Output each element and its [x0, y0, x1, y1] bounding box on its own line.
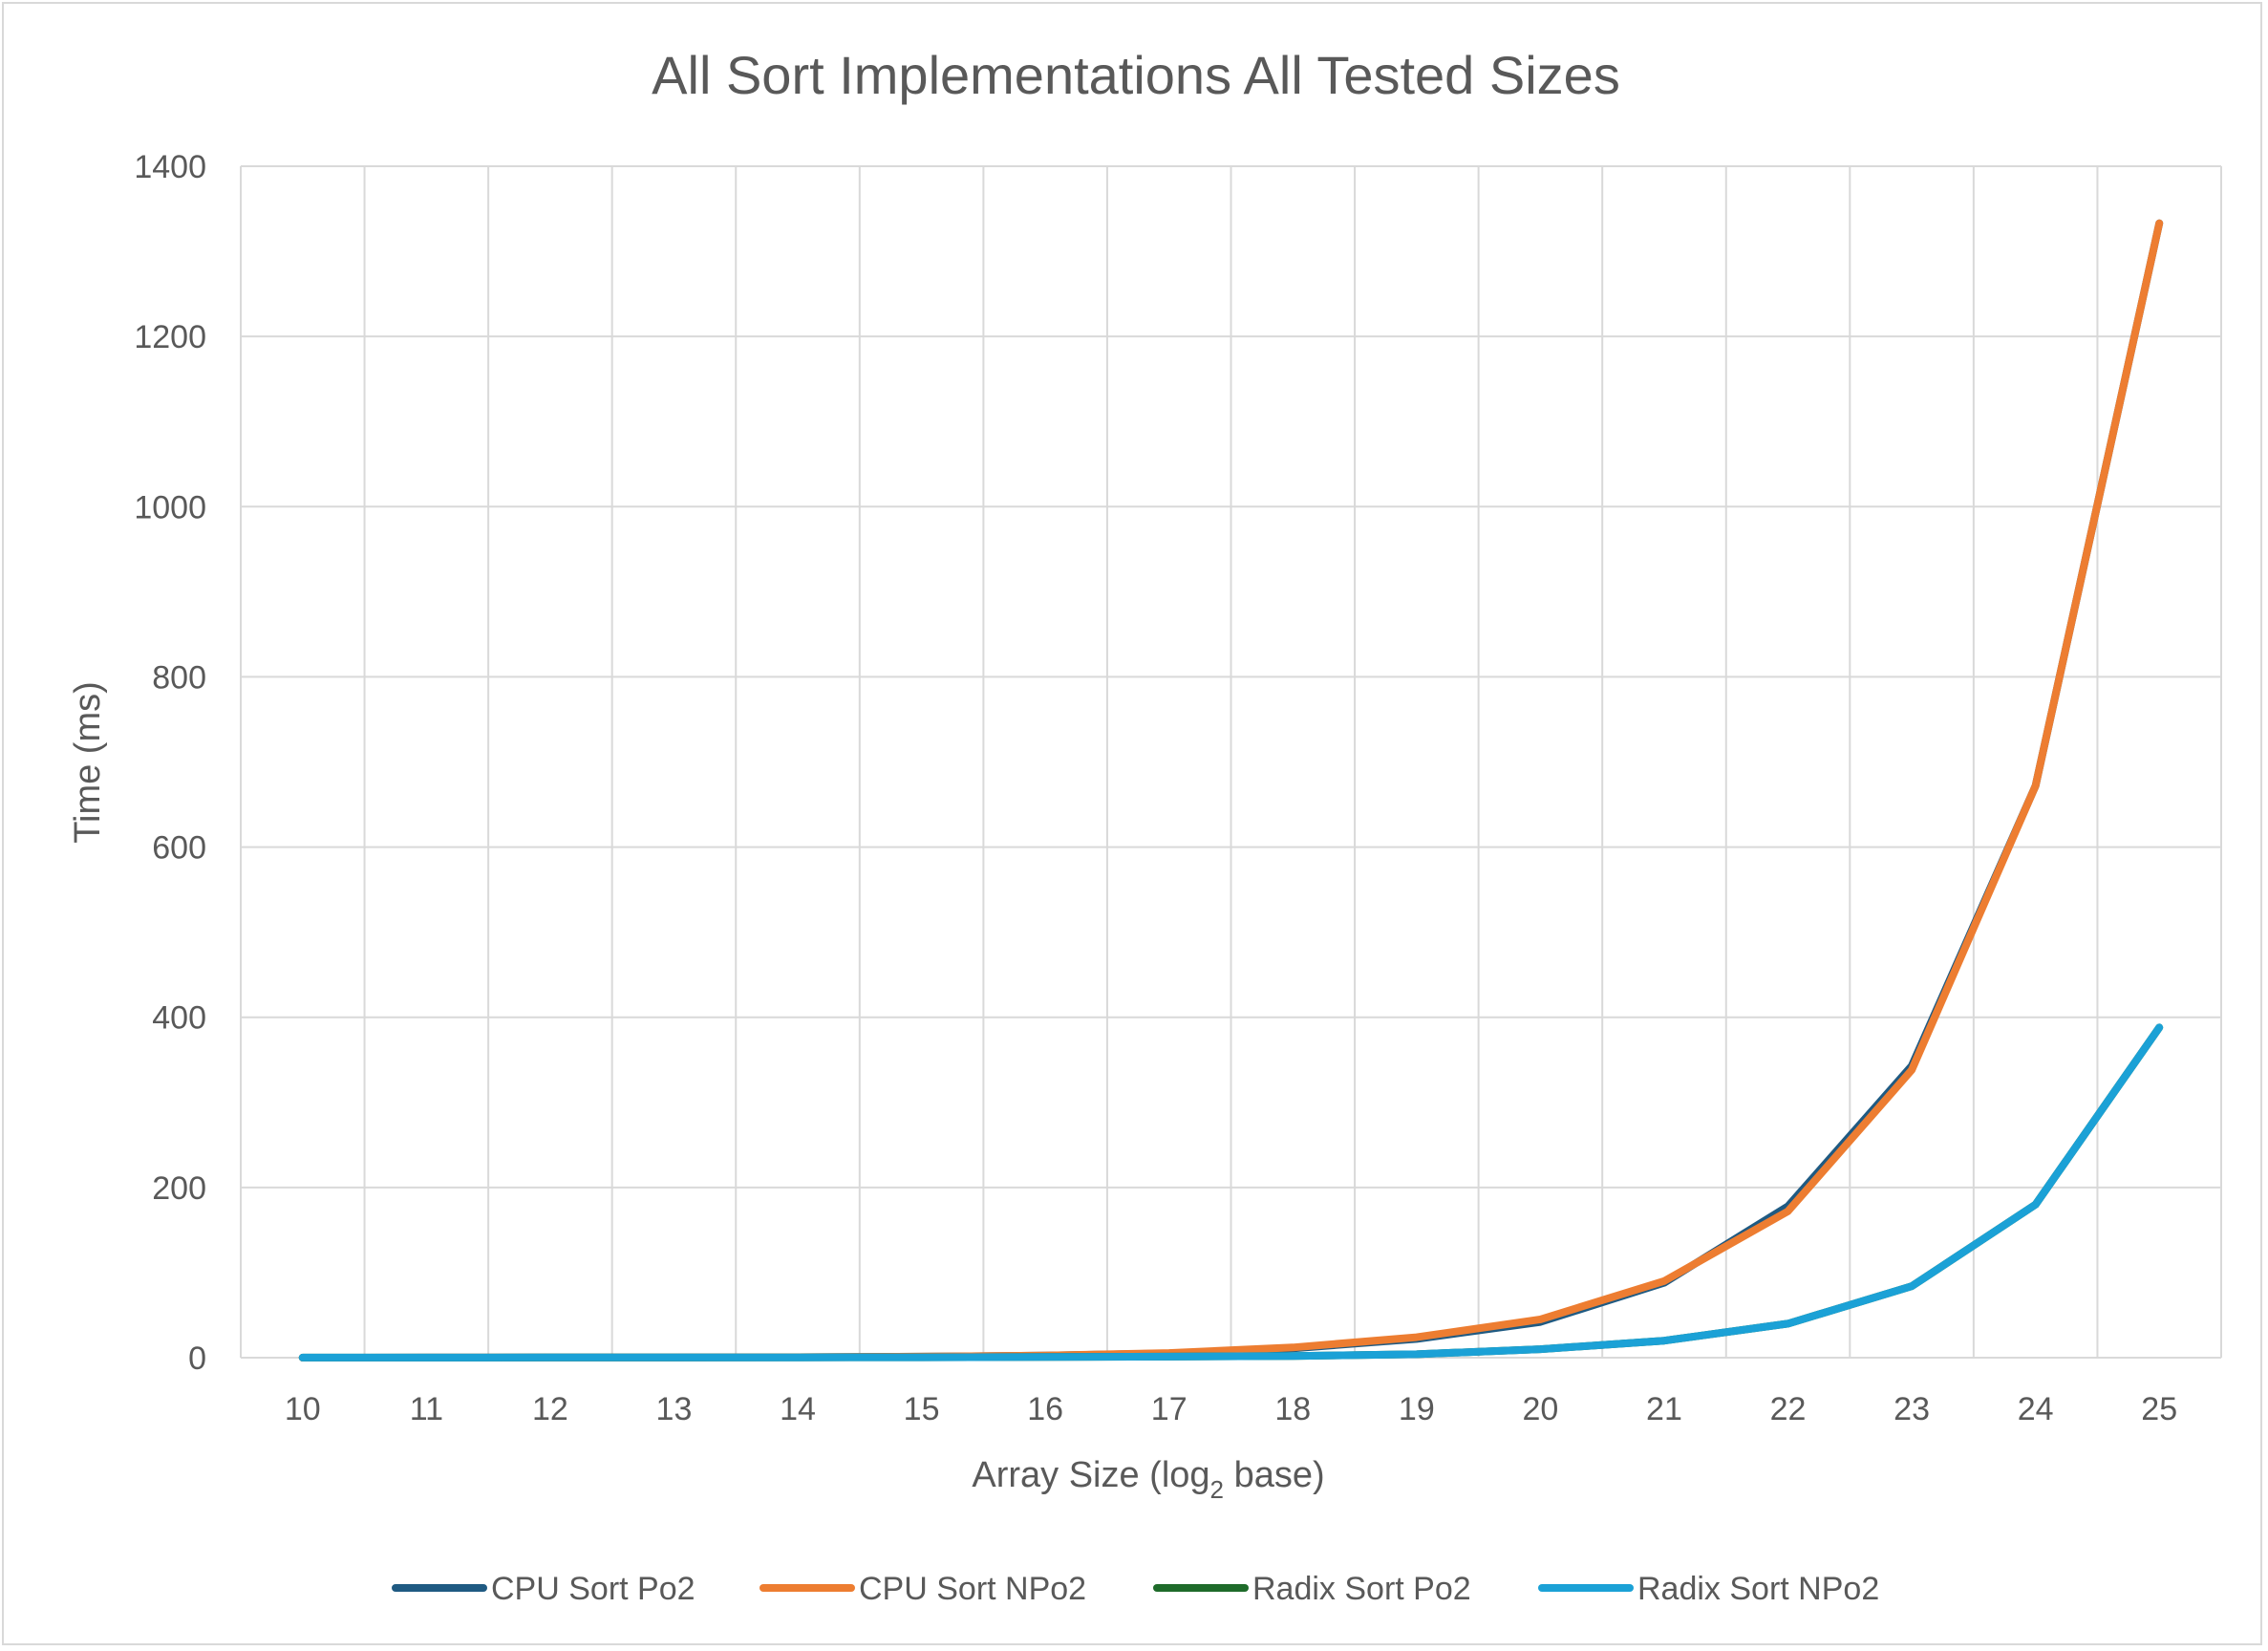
x-axis-title-main: Array Size (log	[972, 1455, 1209, 1495]
gridlines	[240, 165, 2222, 1359]
x-tick-label: 11	[410, 1391, 443, 1427]
x-tick-label: 20	[1522, 1391, 1558, 1427]
y-tick-label: 400	[152, 1000, 206, 1037]
x-tick-label: 19	[1399, 1391, 1435, 1427]
y-tick-label: 600	[152, 830, 206, 867]
x-tick-label: 10	[285, 1391, 321, 1427]
y-tick-label: 1400	[134, 149, 206, 185]
y-axis-title: Time (ms)	[68, 681, 108, 844]
x-tick-label: 21	[1646, 1391, 1682, 1427]
legend-item-0: CPU Sort Po2	[392, 1571, 695, 1607]
x-tick-label: 13	[656, 1391, 693, 1427]
x-tick-label: 12	[532, 1391, 568, 1427]
series-line	[298, 1023, 2164, 1362]
legend-label: CPU Sort Po2	[491, 1571, 695, 1607]
legend-label: Radix Sort Po2	[1252, 1571, 1471, 1607]
x-axis-title-subscript: 2	[1210, 1475, 1224, 1504]
legend-item-1: CPU Sort NPo2	[760, 1571, 1086, 1607]
x-tick-label: 14	[780, 1391, 816, 1427]
y-tick-label: 1000	[134, 489, 206, 525]
y-tick-label: 200	[152, 1170, 206, 1207]
x-tick-label: 24	[2018, 1391, 2054, 1427]
y-axis-ticks: 0 200 400 600 800 1000 1200 1400	[134, 149, 206, 1377]
x-tick-label: 15	[904, 1391, 940, 1427]
series-3	[298, 1023, 2164, 1362]
line-chart: All Sort Implementations All Tested Size…	[68, 45, 2222, 1607]
x-tick-label: 23	[1894, 1391, 1930, 1427]
legend-label: Radix Sort NPo2	[1637, 1571, 1879, 1607]
legend: CPU Sort Po2 CPU Sort NPo2 Radix Sort Po2 R…	[392, 1571, 1879, 1607]
x-axis-ticks: 10 11 12 13 14 15 16 17 18 19 20 21 22 23 24 25	[285, 1391, 2177, 1427]
x-tick-label: 25	[2141, 1391, 2177, 1427]
y-tick-label: 1200	[134, 319, 206, 355]
x-tick-label: 16	[1027, 1391, 1063, 1427]
legend-item-2: Radix Sort Po2	[1153, 1571, 1471, 1607]
y-tick-label: 800	[152, 659, 206, 696]
x-tick-label: 18	[1274, 1391, 1311, 1427]
x-tick-label: 22	[1770, 1391, 1807, 1427]
legend-label: CPU Sort NPo2	[859, 1571, 1086, 1607]
chart-title: All Sort Implementations All Tested Size…	[652, 45, 1620, 105]
x-axis-title-suffix: base)	[1224, 1455, 1325, 1495]
y-tick-label: 0	[188, 1340, 206, 1377]
x-tick-label: 17	[1151, 1391, 1187, 1427]
series-lines	[298, 219, 2164, 1362]
legend-item-3: Radix Sort NPo2	[1538, 1571, 1879, 1607]
x-axis-title: Array Size (log2 base)	[972, 1455, 1324, 1504]
